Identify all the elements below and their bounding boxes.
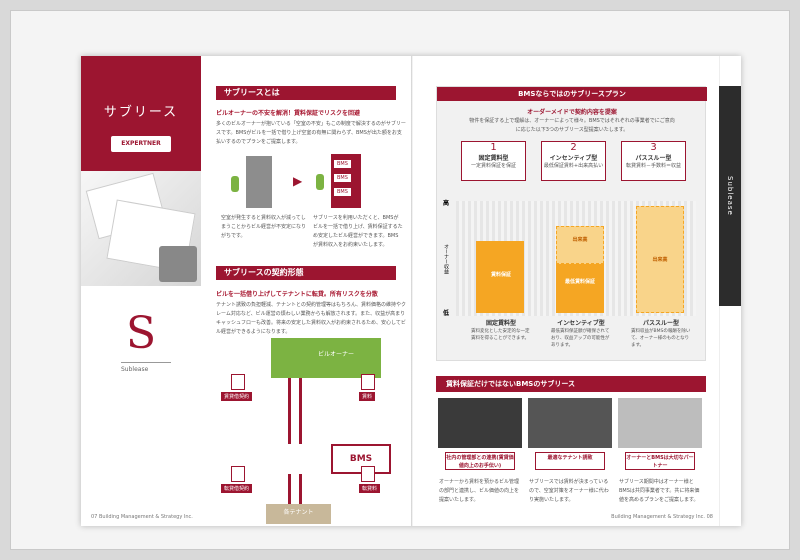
brochure-spread: サブリース EXPERTNER S Sublease サブリースとは ビルオーナ… bbox=[81, 56, 741, 526]
bms-label: BMS bbox=[349, 454, 373, 464]
bar-label: 最低賃料保証 bbox=[564, 279, 595, 285]
person-icon bbox=[231, 176, 239, 192]
feature-body: オーナーから賃料を預かるビル管理の部門と連携し、ビル価値の向上を提案いたします。 bbox=[439, 479, 520, 503]
big-letter-label: Sublease bbox=[121, 366, 149, 373]
page-number-left: 07 Building Management & Strategy Inc. bbox=[91, 514, 193, 520]
feature-body: サブリース期間中はオーナー様とBMSは共同事業者です。共に将来価値を高めるプラン… bbox=[619, 479, 700, 503]
plan-card-2: 2 インセンティブ型 最低保証賃料+出来高払い bbox=[541, 141, 606, 181]
money-icon bbox=[361, 374, 375, 390]
arrow-right-icon: ▶ bbox=[293, 174, 303, 188]
section-body: テナント誘致の負担軽減、テナントとの契約管理等はもちろん、賃料価格の維持やクレー… bbox=[216, 302, 406, 335]
diagram-tag: 賃料 bbox=[359, 392, 376, 401]
bar-passthrough bbox=[636, 206, 684, 313]
spread-gutter bbox=[411, 56, 413, 526]
bar-fixed-guarantee bbox=[476, 241, 524, 313]
bar-label: 賃料保証 bbox=[490, 272, 511, 278]
feature-body: サブリースでは賃料が決まっているので、空室対策をオーナー様に代わり実施いたします… bbox=[529, 479, 609, 503]
viewer-frame: サブリース EXPERTNER S Sublease サブリースとは ビルオーナ… bbox=[10, 10, 790, 550]
page-number: 07 bbox=[91, 514, 98, 520]
axis-low-label: 低 bbox=[443, 310, 450, 317]
divider bbox=[121, 362, 171, 363]
bms-tag: BMS bbox=[334, 174, 351, 182]
handshake-photo bbox=[618, 398, 702, 448]
owner-box: ビルオーナー bbox=[271, 338, 381, 378]
hero-block: サブリース EXPERTNER bbox=[81, 56, 201, 286]
tenant-label: 各テナント bbox=[283, 509, 314, 516]
building-bms-icon: BMS BMS BMS bbox=[331, 154, 361, 208]
plan-card-3: 3 パススルー型 転貸賃料－手数料＝収益 bbox=[621, 141, 686, 181]
org-chart-photo bbox=[438, 398, 522, 448]
hero-title: サブリース bbox=[103, 105, 179, 120]
footer-text: Building Management & Strategy Inc. bbox=[98, 514, 193, 520]
building-gray-icon bbox=[246, 156, 272, 208]
feature-badge: オーナーとBMSは大切なパートナー bbox=[625, 452, 695, 470]
column-desc: 賃料変化とした安定的な一定賃料を得ることができます。 bbox=[471, 329, 530, 341]
flow-arrow bbox=[299, 474, 302, 504]
tenant-box: 各テナント bbox=[266, 504, 331, 524]
footer-text: Building Management & Strategy Inc. bbox=[611, 514, 706, 520]
plan-desc: 最低保証賃料+出来高払い bbox=[543, 163, 604, 169]
owner-label: ビルオーナー bbox=[317, 351, 354, 358]
contract-doc-icon bbox=[231, 466, 245, 482]
plan-name: パススルー型 bbox=[635, 155, 672, 162]
section-heading: サブリースの契約形態 bbox=[216, 266, 396, 280]
column-desc: 最低賃料保証額が確保されており、収益アップの可能性があります。 bbox=[551, 329, 610, 348]
section-subheading: ビルオーナーの不安を解消！賃料保証でリスクを回避 bbox=[216, 110, 361, 117]
section-heading: 賃料保証だけではないBMSのサブリース bbox=[436, 376, 706, 392]
axis-high-label: 高 bbox=[443, 200, 450, 207]
calculator-icon bbox=[159, 246, 197, 282]
column-label: 固定賃料型 bbox=[485, 320, 516, 327]
plan-name: インセンティブ型 bbox=[549, 155, 598, 162]
panel-intro: 物件を保証する上で理解は、オーナーによって様々。BMSではそれぞれの事業者でにご… bbox=[469, 118, 675, 133]
column-desc: 賃料収益がBMSの報酬を除いて、オーナー様のものとなります。 bbox=[631, 329, 691, 348]
section-subheading: ビルを一括借り上げしてテナントに転貸。所有リスクを分散 bbox=[216, 291, 378, 298]
feature-badge: 最適なテナント誘致 bbox=[535, 452, 605, 470]
plan-number: 1 bbox=[490, 142, 497, 153]
office-photo bbox=[528, 398, 612, 448]
bar-label: 出来高 bbox=[652, 257, 668, 263]
feature-badge: 社内の管理部との連携(賃貸価値向上のお手伝い) bbox=[445, 452, 515, 470]
plan-number: 2 bbox=[570, 142, 577, 153]
flow-arrow bbox=[288, 378, 291, 444]
diagram-tag: 転貸借契約 bbox=[221, 484, 253, 493]
diagram-tag: 賃貸借契約 bbox=[221, 392, 253, 401]
flow-arrow bbox=[299, 378, 302, 444]
plan-desc: 一定賃料保証を保証 bbox=[470, 163, 516, 169]
diagram-tag: 転貸料 bbox=[359, 484, 381, 493]
plan-card-1: 1 固定賃料型 一定賃料保証を保証 bbox=[461, 141, 526, 181]
caption-right: サブリースを利用いただくと、BMSがビルを一括で借り上げ、賃料保証するため安定し… bbox=[313, 215, 403, 248]
section-heading: サブリースとは bbox=[216, 86, 396, 100]
person-happy-icon bbox=[316, 174, 324, 190]
plan-number: 3 bbox=[650, 142, 657, 153]
caption-left: 空室が発生すると賃料収入が減ってしまうことからビル経営が不安定になりがちです。 bbox=[221, 215, 307, 239]
column-label: インセンティブ型 bbox=[557, 320, 605, 327]
axis-label: オーナー収益 bbox=[443, 244, 449, 274]
bar-incentive-extra bbox=[556, 226, 604, 264]
column-label: パススルー型 bbox=[642, 320, 679, 327]
side-tab-label: Sublease bbox=[719, 86, 741, 306]
page-number: 08 bbox=[706, 514, 713, 520]
panel-heading: BMSならではのサブリースプラン bbox=[437, 87, 707, 101]
bar-incentive-base bbox=[556, 264, 604, 313]
page-number-right: Building Management & Strategy Inc. 08 bbox=[611, 514, 713, 520]
plan-desc: 転貸賃料－手数料＝収益 bbox=[625, 163, 681, 169]
bms-tag: BMS bbox=[334, 160, 351, 168]
big-letter: S bbox=[126, 308, 157, 359]
bar-label: 出来高 bbox=[572, 237, 588, 243]
panel-subheading: オーダーメイドで契約内容を提案 bbox=[527, 109, 617, 116]
contract-doc-icon bbox=[231, 374, 245, 390]
section-body: 多くのビルオーナーが抱いている「空室の不安」もこの制度で解決するのがサブリースで… bbox=[216, 121, 406, 145]
experter-logo: EXPERTNER bbox=[111, 136, 171, 152]
bms-tag: BMS bbox=[334, 188, 351, 196]
plan-name: 固定賃料型 bbox=[478, 155, 509, 162]
flow-arrow bbox=[288, 474, 291, 504]
money-icon bbox=[361, 466, 375, 482]
